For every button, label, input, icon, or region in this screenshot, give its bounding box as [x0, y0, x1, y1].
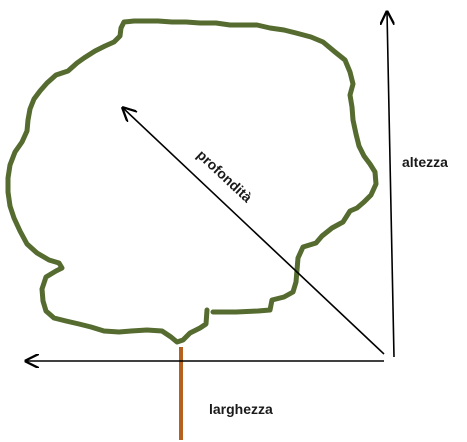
- height-label: altezza: [402, 154, 448, 170]
- width-label: larghezza: [209, 401, 273, 417]
- height-arrow: [387, 12, 394, 357]
- depth-arrow: [123, 108, 384, 354]
- depth-label: profondità: [194, 146, 256, 205]
